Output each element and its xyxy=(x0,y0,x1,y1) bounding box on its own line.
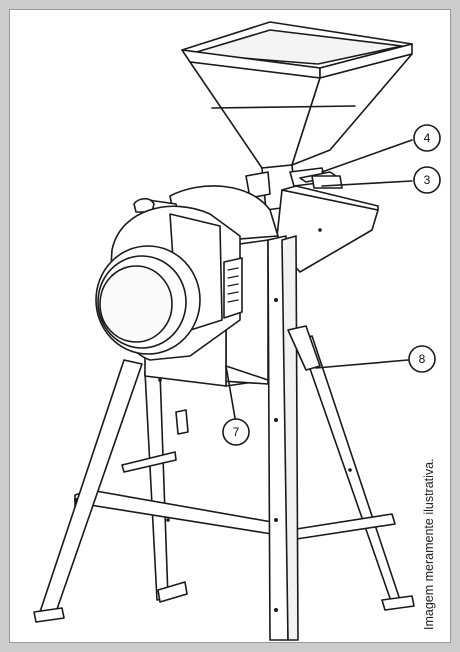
bolts xyxy=(74,228,352,612)
motor xyxy=(95,205,243,361)
callout-8-label: 8 xyxy=(419,352,426,366)
stand-front-legs xyxy=(33,235,321,641)
motor-vents xyxy=(227,267,239,303)
callout-4-label: 4 xyxy=(424,131,431,145)
callout-3-label: 3 xyxy=(424,173,431,187)
callout-7: 7 xyxy=(222,365,250,446)
illustrative-caption: Imagem meramente ilustrativa. xyxy=(422,458,436,630)
callout-8: 8 xyxy=(315,345,436,373)
callout-4: 4 xyxy=(321,124,441,173)
hopper xyxy=(181,21,413,211)
callout-7-label: 7 xyxy=(233,425,240,439)
callout-3: 3 xyxy=(321,166,441,194)
